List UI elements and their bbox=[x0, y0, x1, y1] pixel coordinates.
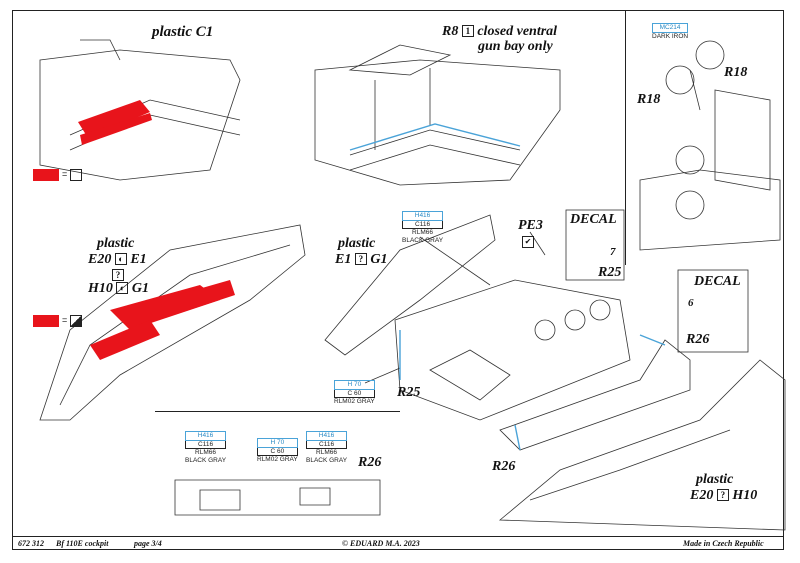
footer-title: Bf 110E cockpit bbox=[56, 539, 109, 548]
instruction-sheet bbox=[12, 10, 784, 550]
decal-right-num: 6 bbox=[688, 297, 694, 309]
paint-code-rlm66-center: H416 C116 RLM66 BLACK GRAY bbox=[402, 211, 444, 244]
label-r8: R8 1 closed ventral bbox=[442, 24, 557, 40]
ml-line3: ? bbox=[112, 268, 124, 284]
decal-right-title: DECAL bbox=[694, 274, 741, 289]
mc-plastic: plastic bbox=[338, 236, 376, 251]
red-highlight-areas bbox=[78, 100, 235, 360]
mc-line2: E1 ? G1 bbox=[335, 252, 388, 267]
legend-red-swatch-2 bbox=[33, 315, 59, 327]
decal-right-part: R26 bbox=[686, 332, 710, 347]
pe3-check-box: ✔ bbox=[522, 236, 534, 248]
footer-bar: 672 312 Bf 110E cockpit page 3/4 © EDUAR… bbox=[12, 536, 784, 551]
divider-inset bbox=[155, 411, 400, 412]
ml-line4: H10 ◐ G1 bbox=[88, 281, 150, 296]
legend-red-swatch-1 bbox=[33, 169, 59, 181]
paint-code-mc214: MC214 DARK IRON bbox=[652, 23, 689, 40]
label-r25-main: R25 bbox=[397, 385, 421, 400]
legend-sym-1 bbox=[70, 169, 82, 181]
br-line2: E20 ? H10 bbox=[690, 488, 758, 503]
legend-equals-2: = bbox=[62, 315, 68, 325]
inset-paint-c: H416 C116 RLM66 BLACK GRAY bbox=[306, 431, 348, 464]
label-plastic-c1: plastic C1 bbox=[152, 24, 214, 40]
legend-sym-2 bbox=[70, 315, 82, 327]
inset-r26: R26 bbox=[358, 455, 382, 470]
note-line1: closed ventral bbox=[477, 24, 558, 39]
label-pe3: PE3 bbox=[518, 218, 543, 233]
decal-top-num: 7 bbox=[610, 246, 616, 258]
footer-made-in: Made in Czech Republic bbox=[683, 539, 764, 548]
inset-paint-a: H416 C116 RLM66 BLACK GRAY bbox=[185, 431, 227, 464]
paint-code-rlm02-center: H 70 C 60 RLM02 GRAY bbox=[334, 380, 375, 405]
decal-top-part: R25 bbox=[598, 265, 622, 280]
note-line2: gun bay only bbox=[478, 39, 553, 54]
footer-copyright: © EDUARD M.A. 2023 bbox=[342, 539, 420, 548]
label-r26-main: R26 bbox=[492, 459, 516, 474]
label-r18-left: R18 bbox=[637, 92, 661, 107]
footer-code: 672 312 bbox=[18, 539, 44, 548]
decal-top-title: DECAL bbox=[570, 212, 617, 227]
footer-page: page 3/4 bbox=[134, 539, 162, 548]
half-box: ◐ bbox=[114, 253, 127, 265]
part-r8: R8 bbox=[442, 24, 459, 39]
ml-plastic: plastic bbox=[97, 236, 135, 251]
ml-line2: E20 ◐ E1 bbox=[88, 252, 147, 267]
divider-top-right bbox=[625, 10, 626, 265]
qty-box: 1 bbox=[461, 25, 474, 37]
inset-paint-b: H 70 C 60 RLM02 GRAY bbox=[257, 438, 298, 463]
br-plastic: plastic bbox=[696, 472, 734, 487]
label-r18-right: R18 bbox=[724, 65, 748, 80]
legend-equals-1: = bbox=[62, 169, 68, 179]
